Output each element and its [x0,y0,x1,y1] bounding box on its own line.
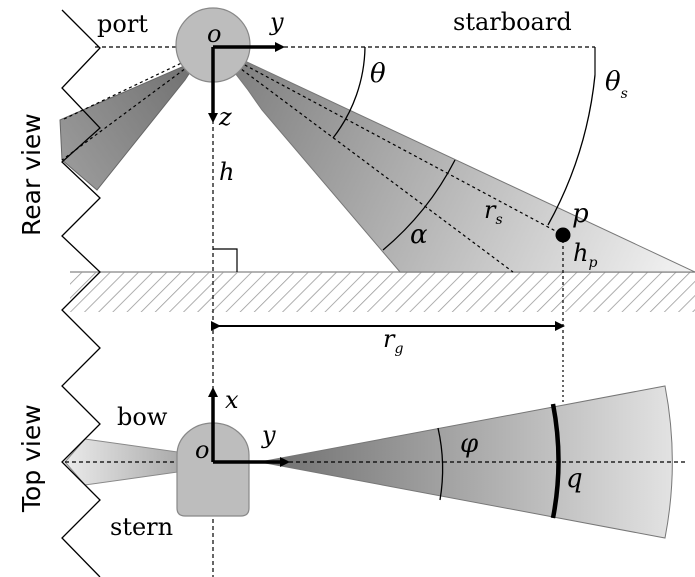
origin-label-rear: o [207,20,221,48]
stern-label: stern [110,513,173,541]
h-label: h [219,158,234,186]
theta-s-label: θs [605,67,628,102]
theta-label: θ [370,59,386,89]
h-p-label: hp [573,239,597,271]
cut-zigzag-line [61,9,101,577]
port-label: port [97,10,148,38]
top-view-label: Top view [17,404,46,513]
starboard-label: starboard [453,8,572,36]
q-label: q [566,464,583,494]
top-view: bow stern o x y φ q Top view [17,385,685,541]
beam-ray-point [212,47,564,236]
theta-s-arc [547,74,596,226]
rear-view: port starboard o y z θ θs h α rs p hp rg… [17,7,695,577]
port-beam [59,58,200,191]
right-angle-mark [213,248,238,272]
bow-label: bow [117,403,168,431]
r-g-label: rg [383,325,403,357]
alpha-arc [382,159,456,251]
y-axis-label-top: y [261,421,276,449]
alpha-label: α [410,220,428,250]
seabed-point-p [555,227,571,243]
phi-arc [437,427,444,501]
vessel-top [176,422,250,517]
phi-label: φ [460,429,479,459]
port-ray-2 [61,47,214,121]
starboard-beam [214,46,695,273]
point-p-label: p [572,199,589,229]
seabed [70,272,695,312]
beam-ray-center [212,47,514,273]
z-axis-label-rear: z [218,103,232,131]
theta-arc [332,46,366,139]
r-s-label: rs [484,196,503,228]
rear-view-label: Rear view [17,113,46,236]
x-axis-label-top: x [225,386,239,414]
y-axis-label-rear: y [269,8,284,36]
q-arc [550,403,561,519]
origin-label-top: o [195,436,209,464]
